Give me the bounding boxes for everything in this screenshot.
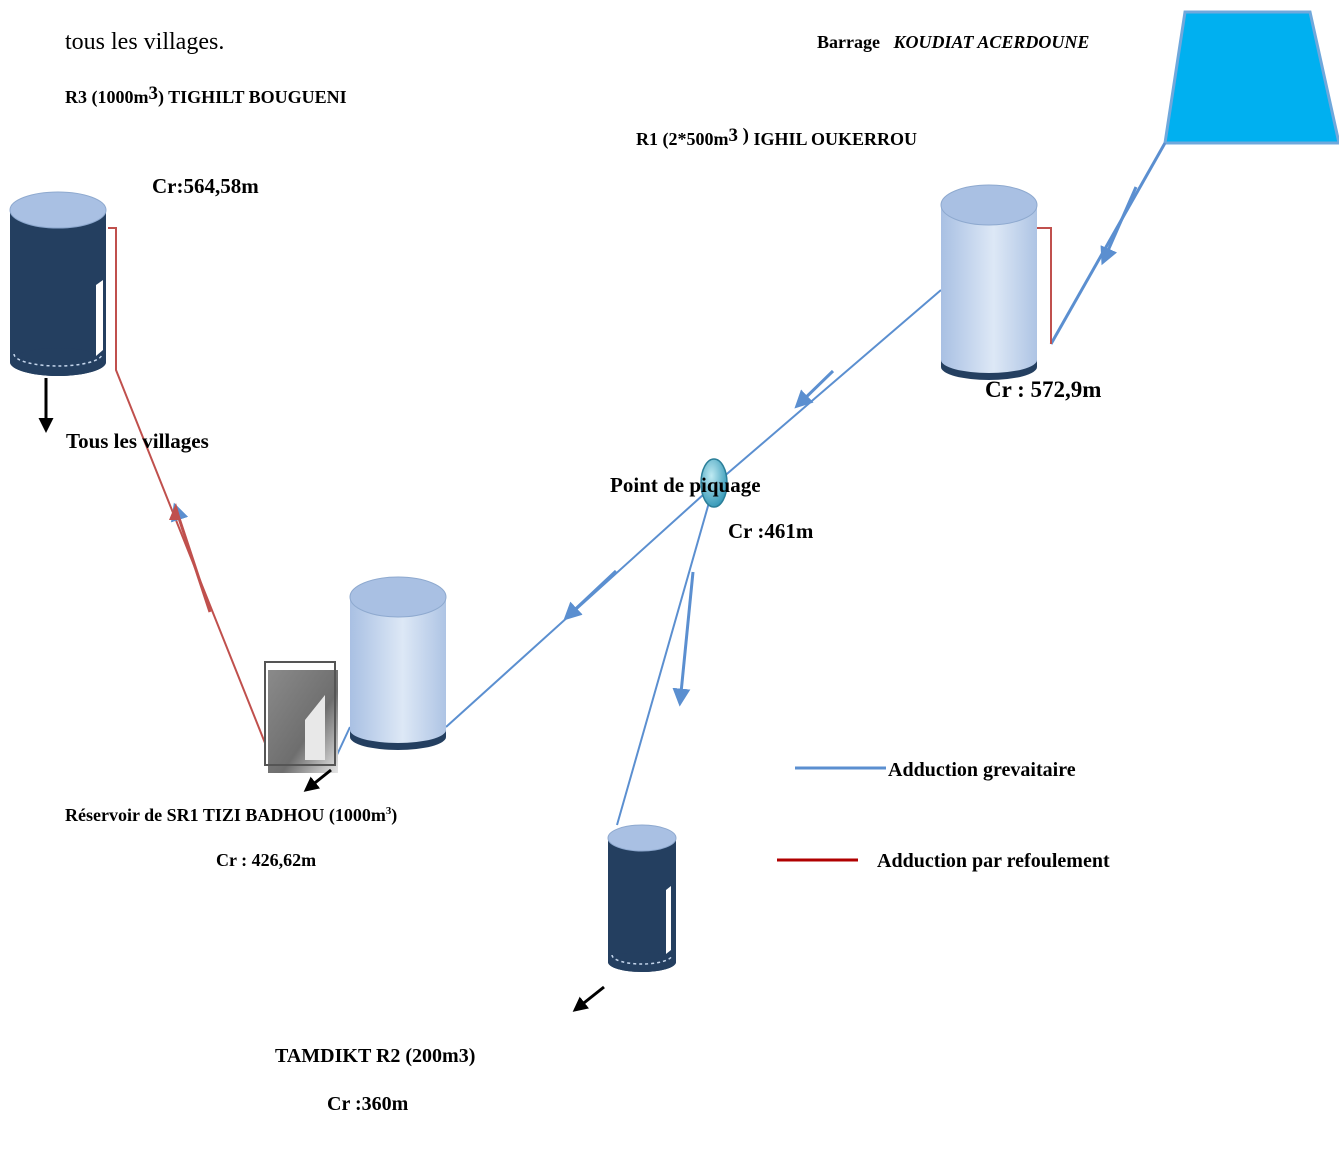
outflow-arrow-sr1 <box>303 768 332 792</box>
tank-sr1 <box>349 576 447 750</box>
flow-arrow-junction-sr1 <box>563 569 618 621</box>
legend-pumping-label: Adduction par refoulement <box>877 850 1110 872</box>
r1-riser <box>1036 227 1052 344</box>
r3-note: Tous les villages <box>66 429 209 453</box>
flow-arrow-dam-r1 <box>1100 186 1138 266</box>
r3-label: R3 (1000m3) TIGHILT BOUGUENI <box>65 84 347 108</box>
flow-arrow-junction-r2 <box>672 571 695 707</box>
tank-r1 <box>940 184 1038 380</box>
junction-label: Point de piquage <box>610 473 761 497</box>
r1-cote: Cr : 572,9m <box>985 377 1102 402</box>
dam-label-prefix: Barrage <box>817 32 880 52</box>
dam-label-name: KOUDIAT ACERDOUNE <box>893 32 1090 52</box>
sr1-label: Réservoir de SR1 TIZI BADHOU (1000m3) <box>65 806 397 824</box>
dam-label: Barrage KOUDIAT ACERDOUNE <box>817 33 1089 51</box>
r1-label-post: IGHIL OUKERROU <box>748 129 917 149</box>
r2-label: TAMDIKT R2 (200m3) <box>275 1045 476 1067</box>
r3-label-post: ) TIGHILT BOUGUENI <box>157 87 347 107</box>
sr1-label-pre: Réservoir de SR1 TIZI BADHOU (1000m <box>65 805 386 825</box>
junction-cote: Cr :461m <box>728 519 814 543</box>
r1-label-sup: 3 ) <box>728 125 749 146</box>
dam-shape <box>1163 10 1339 145</box>
r1-label: R1 (2*500m3 ) IGHIL OUKERROU <box>636 126 917 150</box>
pipe-sr1-to-r3 <box>108 227 266 744</box>
junction-node <box>700 458 728 508</box>
pump-station <box>264 661 338 773</box>
legend-gravity-label: Adduction grevaitaire <box>888 759 1076 781</box>
pipe-junction-to-r2 <box>616 484 715 826</box>
r3-label-sup: 3 <box>148 83 158 104</box>
r3-cote: Cr:564,58m <box>152 174 259 198</box>
pipe-sr1-to-pump <box>335 726 351 758</box>
pipe-dam-to-r1 <box>1049 142 1167 345</box>
r3-label-pre: R3 (1000m <box>65 87 149 107</box>
tank-r2 <box>607 824 677 972</box>
outflow-arrow-r2 <box>572 985 605 1012</box>
r2-cote: Cr :360m <box>327 1093 409 1115</box>
sr1-label-sup: 3 <box>385 805 392 817</box>
intro-text: tous les villages. <box>65 29 225 55</box>
pipe-r1-to-junction <box>713 289 942 486</box>
tank-r3 <box>9 191 107 376</box>
flow-arrow-sr1-r3 <box>170 502 212 613</box>
sr1-label-post: ) <box>391 805 398 825</box>
flow-arrow-r1-junction <box>794 369 835 409</box>
r1-label-pre: R1 (2*500m <box>636 129 729 149</box>
sr1-cote: Cr : 426,62m <box>216 850 317 870</box>
